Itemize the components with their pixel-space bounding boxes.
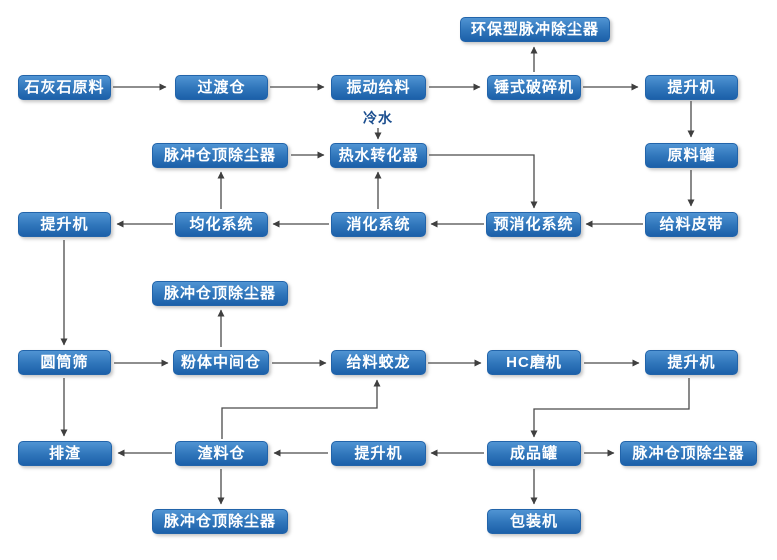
node-dust-collector-bottom: 脉冲仓顶除尘器: [152, 509, 288, 534]
edge-slag-bin-to-feeding-screw: [221, 379, 381, 439]
node-dust-collector-right: 脉冲仓顶除尘器: [620, 441, 757, 466]
node-feeding-screw: 给料蛟龙: [331, 350, 426, 375]
node-product-tank: 成品罐: [487, 441, 581, 466]
node-hammer-crusher: 锤式破碎机: [487, 75, 581, 100]
edge-hot-water-converter-to-pre-digestion: [429, 154, 538, 209]
node-elevator-1: 提升机: [645, 75, 738, 100]
node-transition-bin: 过渡仓: [175, 75, 268, 100]
node-dust-collector-mid: 脉冲仓顶除尘器: [152, 281, 288, 306]
node-drum-screen: 圆筒筛: [18, 350, 111, 375]
node-elevator-2: 提升机: [18, 212, 111, 237]
node-pre-digestion-system: 预消化系统: [486, 212, 581, 237]
node-powder-middle-bin: 粉体中间仓: [173, 350, 269, 375]
cold-water-label: 冷水: [363, 110, 393, 126]
edge-elevator3-to-product-tank: [530, 378, 690, 438]
node-vibrating-feeder: 振动给料: [331, 75, 426, 100]
node-eco-pulse-dust-collector: 环保型脉冲除尘器: [460, 17, 610, 42]
node-feeding-belt: 给料皮带: [645, 212, 738, 237]
node-elevator-4: 提升机: [331, 441, 426, 466]
node-slag-bin: 渣料仓: [175, 441, 268, 466]
node-slag-discharge: 排渣: [18, 441, 112, 466]
node-homogenization-system: 均化系统: [175, 212, 268, 237]
node-raw-material: 石灰石原料: [18, 75, 111, 100]
node-digestion-system: 消化系统: [331, 212, 426, 237]
node-elevator-3: 提升机: [645, 350, 738, 375]
node-packing-machine: 包装机: [487, 509, 581, 534]
node-dust-collector-top: 脉冲仓顶除尘器: [152, 143, 288, 168]
node-hc-mill: HC磨机: [487, 350, 581, 375]
node-raw-tank: 原料罐: [645, 143, 738, 168]
node-hot-water-converter: 热水转化器: [330, 143, 427, 168]
